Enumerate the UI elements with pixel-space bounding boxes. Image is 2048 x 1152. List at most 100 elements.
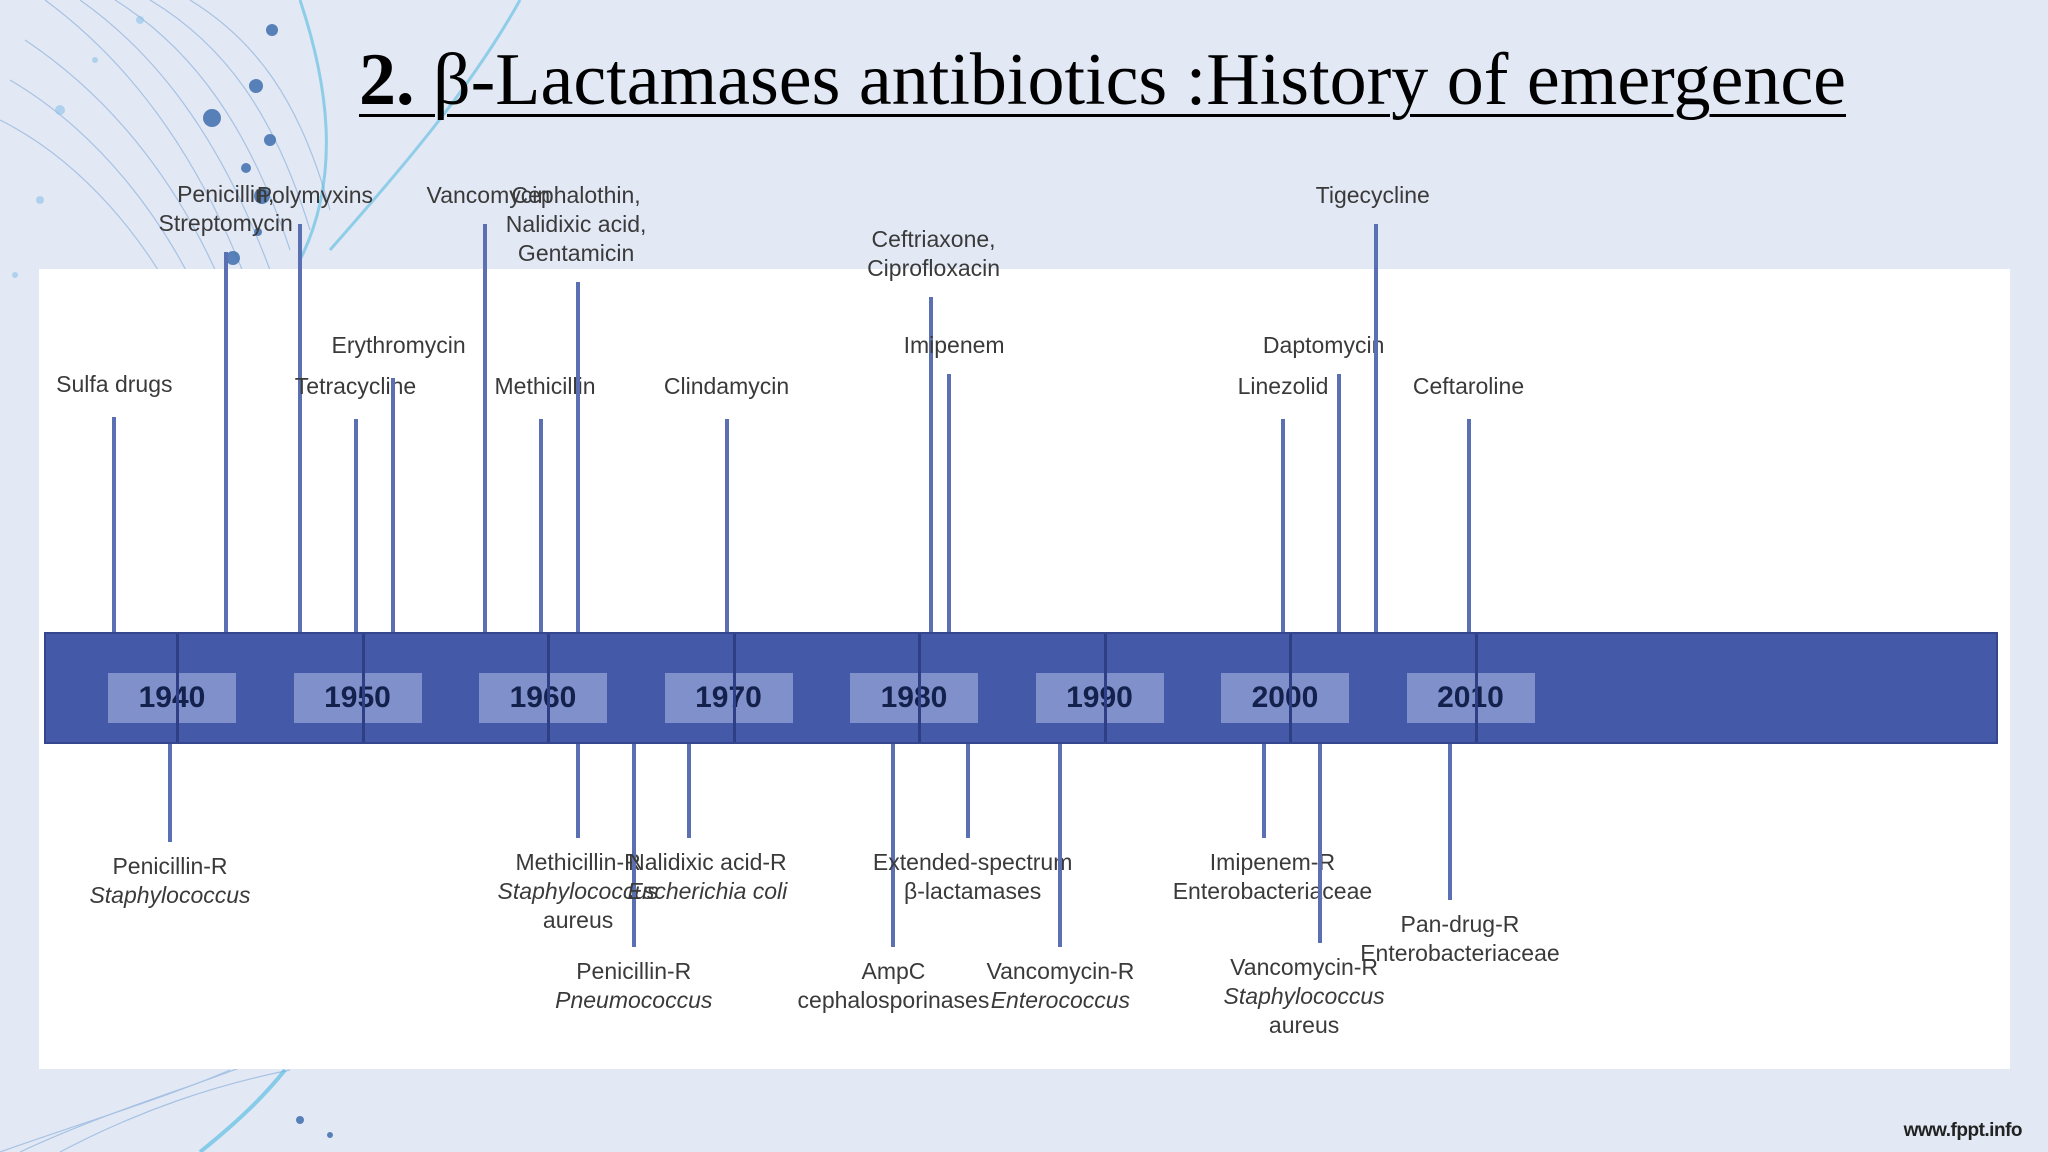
antibiotic-line-tigecycline	[1373, 224, 1378, 632]
antibiotic-line-tetracycline	[353, 419, 358, 632]
resistance-label-line: Enterococcus	[990, 987, 1131, 1013]
resistance-label-line: Vancomycin-R	[1230, 954, 1379, 980]
antibiotic-label-line: Linezolid	[1237, 373, 1329, 399]
decade-line-1980	[918, 634, 921, 742]
antibiotic-label-line: Polymyxins	[256, 182, 373, 208]
footer-url: www.fppt.info	[1903, 1120, 2023, 1141]
resistance-line-ampc	[891, 744, 896, 947]
antibiotic-label-imipenem: Imipenem	[904, 331, 1005, 360]
decade-line-2010	[1474, 634, 1478, 742]
antibiotic-label-line: Ceftriaxone,	[871, 226, 996, 252]
timeline-bar: 1940 1950 1960 1970 1980 1990 2000 2010	[44, 632, 1998, 744]
antibiotic-label-line: Nalidixic acid,	[505, 211, 647, 237]
antibiotic-label-line: Vancomycin	[426, 182, 551, 208]
antibiotic-label-line: Ciprofloxacin	[867, 255, 1001, 281]
antibiotic-line-clindamycin	[724, 419, 729, 632]
antibiotic-label-line: Clindamycin	[663, 373, 790, 399]
antibiotic-line-methicillin	[539, 419, 543, 632]
decade-line-1960	[547, 634, 550, 742]
antibiotic-line-sulfa	[112, 417, 117, 632]
antibiotic-label-line: Imipenem	[903, 332, 1005, 358]
antibiotic-label-cephalothin: Cephalothin, Nalidixic acid, Gentamicin	[506, 181, 647, 268]
resistance-label-line: Methicillin-R	[515, 849, 641, 875]
resistance-line-meth-r-staph	[576, 744, 581, 838]
year-box-2000: 2000	[1221, 673, 1349, 723]
resistance-label-pan-drug-r: Pan-drug-R Enterobacteriaceae	[1360, 910, 1559, 968]
year-box-1990: 1990	[1035, 673, 1164, 723]
resistance-label-line: aureus	[1268, 1012, 1340, 1038]
year-box-1980: 1980	[850, 673, 978, 723]
antibiotic-label-ceftaroline: Ceftaroline	[1413, 372, 1524, 401]
decade-line-1970	[732, 634, 736, 742]
resistance-line-vanc-r-entero	[1058, 744, 1063, 947]
antibiotic-line-cephalothin	[576, 282, 581, 632]
resistance-label-line: Staphylococcus	[89, 882, 251, 908]
decade-line-1940	[176, 634, 179, 742]
year-box-2010: 2010	[1406, 673, 1535, 723]
resistance-label-pen-r-pneumo: Penicillin-R Pneumococcus	[555, 957, 712, 1015]
resistance-line-esbl	[965, 744, 970, 838]
timeline-panel: 1940 1950 1960 1970 1980 1990 2000 2010 Sulfa d…	[39, 181, 2010, 1069]
antibiotic-line-erythromycin	[390, 378, 395, 632]
resistance-line-pen-r-pneumo	[631, 744, 636, 947]
resistance-label-line: Enterobacteriaceae	[1360, 940, 1560, 966]
resistance-label-line: aureus	[542, 907, 614, 933]
antibiotic-label-line: Sulfa drugs	[56, 371, 173, 397]
antibiotic-line-daptomycin	[1336, 374, 1341, 632]
antibiotic-label-daptomycin: Daptomycin	[1263, 331, 1384, 360]
resistance-label-line: cephalosporinases	[797, 987, 990, 1013]
resistance-label-line: β-lactamases	[904, 878, 1042, 904]
resistance-label-line: Nalidixic acid-R	[628, 849, 787, 875]
resistance-line-pan-drug-r	[1447, 744, 1452, 900]
resistance-label-line: Penicillin-R	[112, 853, 228, 879]
antibiotic-label-erythromycin: Erythromycin	[331, 331, 465, 360]
antibiotic-label-vancomycin: Vancomycin	[427, 181, 551, 210]
antibiotic-label-line: Ceftaroline	[1412, 373, 1525, 399]
year-box-1950: 1950	[293, 673, 422, 723]
title-number: 2.	[359, 39, 415, 121]
year-box-1940: 1940	[108, 673, 236, 723]
antibiotic-label-linezolid: Linezolid	[1238, 372, 1329, 401]
antibiotic-line-linezolid	[1281, 419, 1285, 632]
antibiotic-label-line: Cephalothin,	[511, 182, 641, 208]
antibiotic-label-ceftriaxone: Ceftriaxone, Ciprofloxacin	[867, 225, 1000, 283]
decade-line-1990	[1103, 634, 1107, 742]
resistance-line-nal-r-ecoli	[687, 744, 692, 838]
resistance-label-line: Penicillin-R	[576, 958, 692, 984]
resistance-label-line: Enterobacteriaceae	[1172, 878, 1373, 904]
title-text: β-Lactamases antibiotics :History of eme…	[433, 39, 1847, 121]
antibiotic-label-tigecycline: Tigecycline	[1316, 181, 1430, 210]
resistance-label-line: Pan-drug-R	[1400, 911, 1520, 937]
antibiotic-label-penicillin: Penicillin, Streptomycin	[159, 180, 293, 238]
year-box-1960: 1960	[479, 673, 607, 723]
resistance-label-vanc-r-entero: Vancomycin-R Enterococcus	[986, 957, 1134, 1015]
antibiotic-label-line: Tetracycline	[294, 373, 417, 399]
resistance-label-line: Pneumococcus	[555, 987, 713, 1013]
antibiotic-label-clindamycin: Clindamycin	[664, 372, 789, 401]
antibiotic-label-line: Erythromycin	[331, 332, 466, 358]
resistance-label-line: Vancomycin-R	[986, 958, 1135, 984]
antibiotic-line-polymyxins	[297, 224, 302, 632]
resistance-line-pen-r-staph	[168, 744, 172, 842]
antibiotic-line-imipenem	[947, 374, 952, 632]
year-box-1970: 1970	[664, 673, 793, 723]
antibiotic-label-polymyxins: Polymyxins	[257, 181, 373, 210]
resistance-label-pen-r-staph: Penicillin-R Staphylococcus	[89, 852, 250, 910]
antibiotic-label-line: Methicillin	[494, 373, 596, 399]
resistance-label-line: Escherichia coli	[627, 878, 788, 904]
slide-title: 2. β-Lactamases antibiotics :History of …	[300, 38, 2048, 123]
antibiotic-line-penicillin	[223, 252, 228, 632]
antibiotic-label-line: Tigecycline	[1315, 182, 1430, 208]
decade-line-2000	[1289, 634, 1292, 742]
resistance-line-imi-r-entero	[1262, 744, 1267, 838]
antibiotic-label-methicillin: Methicillin	[495, 372, 596, 401]
antibiotic-label-line: Gentamicin	[517, 240, 635, 266]
antibiotic-label-line: Penicillin,	[177, 181, 275, 207]
antibiotic-line-vancomycin	[483, 224, 488, 632]
antibiotic-label-line: Streptomycin	[158, 210, 293, 236]
antibiotic-line-ceftriaxone	[928, 297, 933, 632]
